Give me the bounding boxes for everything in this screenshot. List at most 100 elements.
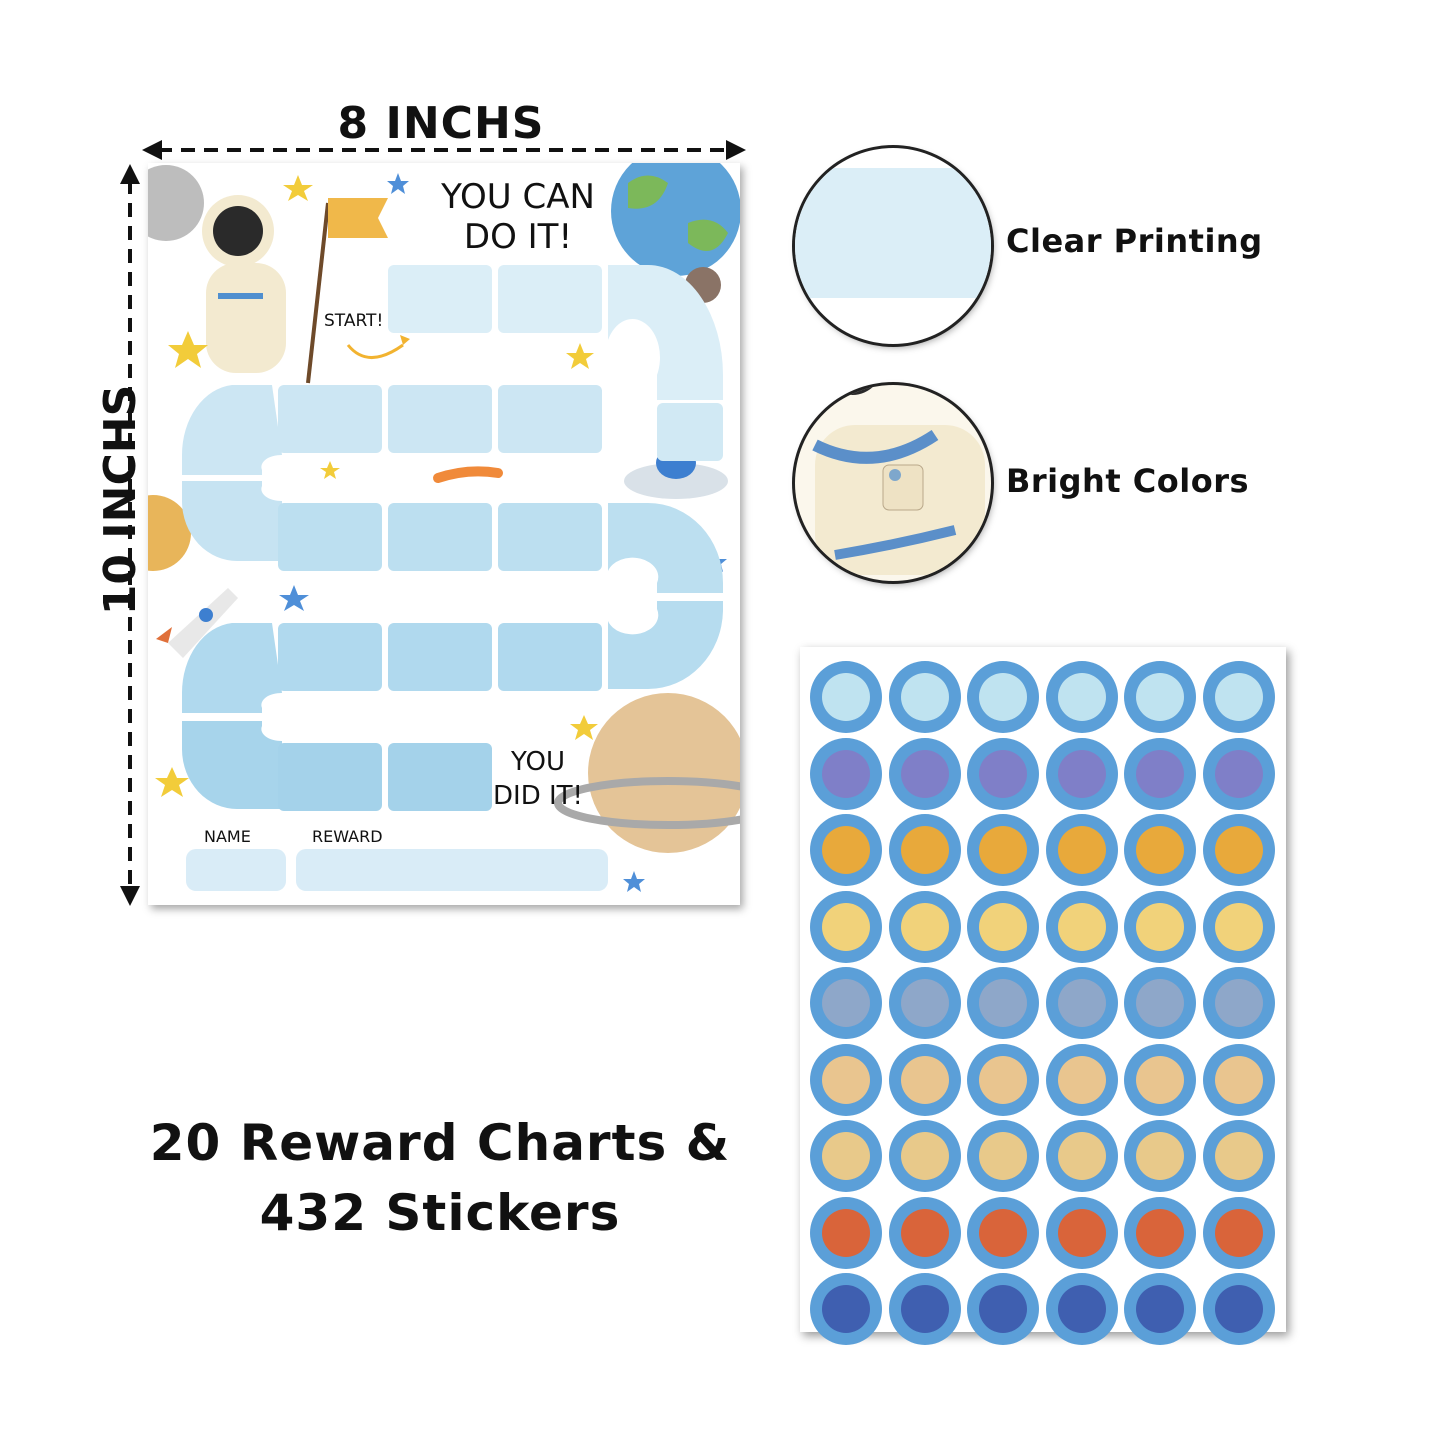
planet-icon: [900, 749, 949, 798]
planet-icon: [900, 673, 949, 721]
planet-icon: [1214, 902, 1263, 951]
progress-path: [181, 265, 723, 891]
planet-sticker: [1045, 890, 1118, 963]
planet-sticker: [1202, 661, 1275, 733]
end-message-line-1: YOU: [511, 747, 565, 777]
planet-sticker: [1202, 814, 1275, 886]
planet-sticker: [888, 1273, 961, 1345]
planet-sticker: [1124, 1196, 1196, 1269]
planet-sticker: [1045, 967, 1118, 1039]
planet-icon: [900, 979, 949, 1027]
planet-icon: [1057, 673, 1106, 721]
reward-label: REWARD: [312, 827, 383, 846]
planet-icon: [1214, 1055, 1263, 1104]
planet-sticker: [967, 890, 1039, 963]
planet-sticker: [967, 1043, 1039, 1116]
planet-icon: [1214, 673, 1263, 721]
planet-sticker: [967, 1196, 1039, 1269]
planet-sticker: [810, 1196, 882, 1269]
top-message-line-2: DO IT!: [463, 217, 573, 257]
planet-icon: [1057, 826, 1106, 874]
planet-icon: [979, 1132, 1027, 1180]
planet-icon: [1136, 673, 1184, 721]
planet-icon: [1057, 1208, 1106, 1257]
planet-sticker: [810, 737, 882, 810]
planet-icon: [822, 1055, 870, 1104]
planet-sticker: [1202, 1196, 1275, 1269]
planet-icon: [1214, 1132, 1263, 1180]
planet-sticker: [810, 967, 882, 1039]
planet-icon: [1057, 1285, 1106, 1333]
planet-icon: [1214, 1208, 1263, 1257]
bright-colors-zoom: [795, 385, 991, 581]
planet-sticker: [1202, 1043, 1275, 1116]
planet-icon: [1136, 1055, 1184, 1104]
headline-line-1: 20 Reward Charts &: [149, 1114, 731, 1172]
planet-sticker: [1124, 890, 1196, 963]
planet-icon: [900, 1055, 949, 1104]
planet-icon: [1057, 979, 1106, 1027]
planet-sticker: [888, 814, 961, 886]
planet-sticker: [1124, 1043, 1196, 1116]
planet-icon: [979, 1208, 1027, 1257]
planet-sticker: [1202, 967, 1275, 1039]
planet-sticker: [810, 1273, 882, 1345]
planet-sticker: [1124, 737, 1196, 810]
planet-sticker: [888, 1043, 961, 1116]
planet-icon: [822, 673, 870, 721]
end-message-line-2: DID IT!: [493, 781, 583, 811]
planet-icon: [979, 749, 1027, 798]
planet-sticker: [1045, 1273, 1118, 1345]
planet-sticker: [810, 890, 882, 963]
planet-sticker: [1124, 814, 1196, 886]
planet-sticker: [1124, 1273, 1196, 1345]
planet-sticker: [967, 814, 1039, 886]
planet-icon: [822, 749, 870, 798]
planet-icon: [979, 673, 1027, 721]
planet-icon: [1136, 826, 1184, 874]
planet-sticker: [1045, 737, 1118, 810]
planet-icon: [1214, 826, 1263, 874]
planet-sticker: [810, 661, 882, 733]
planet-icon: [1214, 1285, 1263, 1333]
planet-icon: [1057, 749, 1106, 798]
planet-sticker: [1045, 1196, 1118, 1269]
sun-icon: [148, 495, 191, 571]
planet-icon: [1136, 979, 1184, 1027]
planet-sticker: [1045, 814, 1118, 886]
start-label: START!: [324, 311, 384, 331]
planet-icon: [979, 1285, 1027, 1333]
planet-icon: [1136, 749, 1184, 798]
clear-printing-zoom: [795, 148, 991, 344]
planet-sticker: [888, 1120, 961, 1192]
planet-sticker: [1124, 661, 1196, 733]
planet-icon: [1136, 1132, 1184, 1180]
stars-decor: [155, 175, 598, 797]
planet-icon: [900, 1208, 949, 1257]
planet-sticker: [810, 1043, 882, 1116]
planet-icon: [822, 1208, 870, 1257]
planet-sticker: [967, 737, 1039, 810]
planet-sticker: [888, 890, 961, 963]
astronaut-detail-icon: [812, 385, 985, 575]
planet-icon: [900, 902, 949, 951]
astronaut-icon: [202, 195, 388, 384]
planet-sticker: [1124, 1120, 1196, 1192]
planet-icon: [979, 1055, 1027, 1104]
clear-printing-label: Clear Printing: [1006, 222, 1263, 260]
saturn-icon: [588, 693, 740, 853]
planet-sticker: [967, 661, 1039, 733]
planet-icon: [822, 1285, 870, 1333]
earth-icon: [611, 163, 740, 276]
width-label: 8 INCHS: [337, 98, 545, 149]
moon-icon: [148, 165, 204, 241]
headline-line-2: 432 Stickers: [259, 1184, 621, 1242]
name-label: NAME: [204, 827, 251, 846]
planet-icon: [822, 902, 870, 951]
planet-sticker: [1202, 1120, 1275, 1192]
sticker-sheet: [800, 647, 1286, 1345]
planet-icon: [1136, 1208, 1184, 1257]
planet-icon: [979, 902, 1027, 951]
planet-icon: [1136, 902, 1184, 951]
planet-icon: [900, 826, 949, 874]
